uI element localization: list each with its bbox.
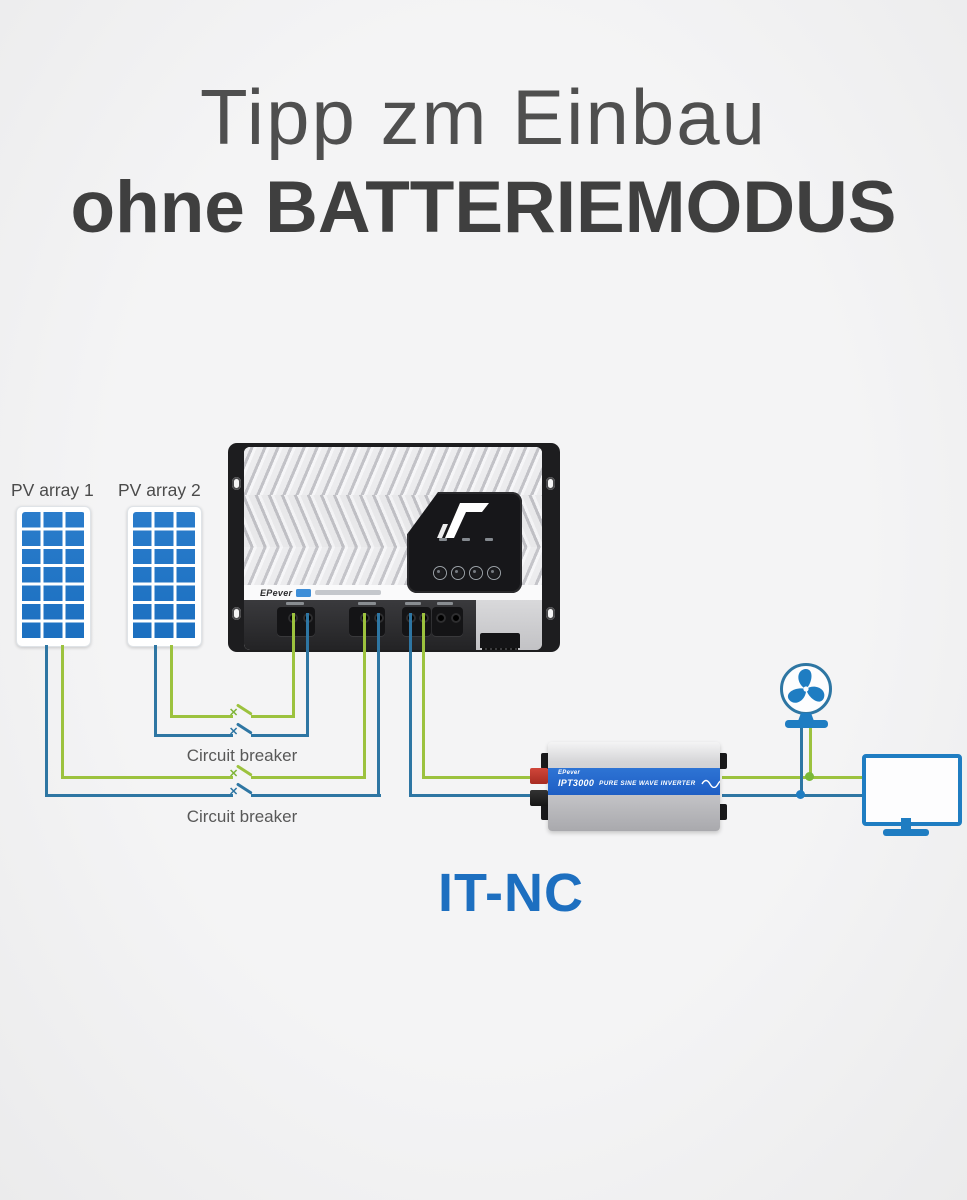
terminal-port	[436, 613, 446, 623]
display-panel	[407, 492, 522, 593]
sine-wave-icon	[700, 779, 720, 788]
panel-button	[433, 566, 447, 580]
wire-out-green-to-inverter	[422, 776, 540, 779]
title-line-1: Tipp zm Einbau	[199, 73, 768, 161]
wire-pv2-green-drop	[170, 645, 173, 718]
wire-ctrl-in2-blue	[377, 613, 380, 797]
breaker2-blue-contact-icon: ✕	[229, 786, 239, 798]
wire-breaker2-blue-right	[251, 794, 381, 797]
pv-array-2-label: PV array 2	[118, 480, 201, 500]
circuit-breaker-1-label: Circuit breaker	[186, 746, 298, 765]
terminal-port	[451, 613, 461, 623]
controller-brand-text: EPever	[260, 587, 293, 598]
fan-icon	[780, 663, 832, 728]
breaker1-blue-blade-icon	[236, 722, 253, 735]
panel-button	[469, 566, 483, 580]
panel-button	[487, 566, 501, 580]
inverter-mount-tab	[718, 804, 727, 820]
wire-pv2-blue-drop	[154, 645, 157, 737]
pv-array-1-panel	[16, 506, 91, 647]
wire-breaker1-green-left	[170, 715, 233, 718]
solar-cells-grid	[22, 512, 85, 641]
charge-controller: EPever	[244, 447, 542, 650]
inverter-dc-terminal-black	[530, 790, 548, 806]
wire-out-blue-drop	[409, 613, 412, 797]
inverter-label-band: EPever IPT3000 PURE SINE WAVE INVERTER	[548, 768, 720, 795]
wire-breaker1-blue-left	[154, 734, 233, 737]
wire-out-blue-to-inverter	[409, 794, 540, 797]
wire-ac-green-to-monitor	[722, 776, 864, 779]
monitor-base	[883, 829, 929, 836]
panel-button	[451, 566, 465, 580]
wire-pv1-blue-drop	[45, 645, 48, 797]
inverter-mount-tab	[541, 804, 550, 820]
wire-breaker2-green-left	[61, 776, 233, 779]
monitor-icon	[862, 754, 962, 826]
wire-pv1-green-drop	[61, 645, 64, 779]
monitor-stand	[901, 818, 911, 830]
wire-breaker1-green-right	[251, 715, 295, 718]
breaker1-green-contact-icon: ✕	[229, 707, 239, 719]
indicator-label	[462, 538, 470, 541]
junction-dot-green	[805, 772, 814, 781]
inverter-brand-text: EPever	[558, 770, 581, 776]
inverter-mount-tab	[541, 753, 550, 769]
logo-swoosh-icon	[437, 503, 489, 538]
breaker2-blue-blade-icon	[236, 782, 253, 795]
wire-ctrl-in2-green	[363, 613, 366, 779]
wire-out-green-drop	[422, 613, 425, 779]
inverter-mount-tab	[718, 753, 727, 769]
screw-hole	[546, 607, 555, 620]
wire-breaker2-blue-left	[45, 794, 233, 797]
breaker1-blue-contact-icon: ✕	[229, 726, 239, 738]
wire-fan-blue-drop	[800, 726, 803, 797]
indicator-label	[439, 538, 447, 541]
indicator-label	[485, 538, 493, 541]
wire-breaker1-blue-right	[251, 734, 309, 737]
terminal-strip	[244, 600, 542, 650]
inverter-tagline-text: PURE SINE WAVE INVERTER	[599, 779, 696, 787]
comm-connector	[480, 633, 520, 650]
wire-breaker2-green-right	[251, 776, 366, 779]
pv-array-2-panel	[127, 506, 202, 647]
breaker2-green-contact-icon: ✕	[229, 768, 239, 780]
wire-ac-blue-to-monitor	[722, 794, 864, 797]
title-line-2: ohne BATTERIEMODUS	[70, 167, 897, 248]
solar-cells-grid	[133, 512, 196, 641]
mppt-badge	[296, 588, 312, 597]
pv-array-1-label: PV array 1	[11, 480, 94, 500]
screw-hole	[546, 477, 555, 490]
breaker2-green-blade-icon	[236, 764, 253, 777]
wire-ctrl-in1-green	[292, 613, 295, 718]
junction-dot-blue	[796, 790, 805, 799]
fine-print-placeholder	[315, 590, 382, 595]
breaker1-green-blade-icon	[236, 703, 253, 716]
output-label: IT-NC	[438, 863, 584, 923]
inverter-dc-terminal-red	[530, 768, 548, 784]
circuit-breaker-2-label: Circuit breaker	[186, 807, 298, 826]
inverter-model-text: IPT3000	[558, 778, 595, 788]
screw-hole	[232, 607, 241, 620]
screw-hole	[232, 477, 241, 490]
inverter: EPever IPT3000 PURE SINE WAVE INVERTER	[548, 742, 720, 831]
wire-fan-green-drop	[809, 726, 812, 779]
wire-ctrl-in1-blue	[306, 613, 309, 737]
